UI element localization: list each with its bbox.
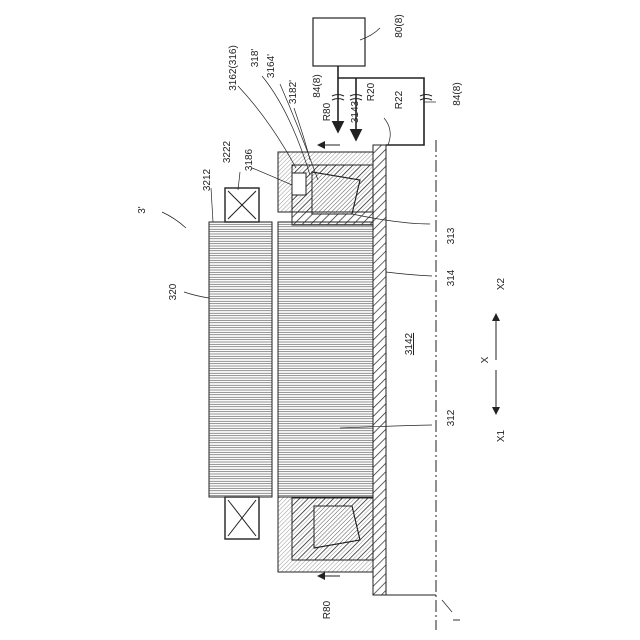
label-center-axis: I <box>452 619 463 622</box>
rotor-320 <box>209 222 272 497</box>
label-core: 312 <box>446 409 457 426</box>
label-magnet: 313 <box>446 227 457 244</box>
core-312 <box>278 222 373 497</box>
label-coil-end: 3212 <box>202 168 213 191</box>
label-flow-bottom: R80 <box>322 600 333 619</box>
shaft-314 <box>373 145 386 595</box>
label-bore: 3142 <box>404 332 415 355</box>
label-x2: X2 <box>496 277 507 290</box>
label-end-plate: 3162(316) <box>228 45 239 91</box>
label-coil-outer: 3222 <box>222 140 233 163</box>
label-x-axis: X <box>480 356 491 363</box>
magnet-313-upper <box>312 172 360 214</box>
label-pump: 80(8) <box>394 14 405 37</box>
label-hole: 3143 <box>350 100 361 123</box>
label-part3164: 3164' <box>266 54 277 78</box>
label-pump-line-right: 84(8) <box>452 82 463 105</box>
label-pump-line: 84(8) <box>312 74 323 97</box>
label-sleeve: 3186 <box>244 148 255 171</box>
coil-upper <box>225 188 259 222</box>
label-rotor: 320 <box>168 283 179 300</box>
label-x1: X1 <box>496 429 507 442</box>
label-r20: R20 <box>366 82 377 101</box>
label-r22: R22 <box>394 90 405 109</box>
label-device: 3' <box>137 206 148 214</box>
label-flow-top: R80 <box>322 102 333 121</box>
label-shaft: 314 <box>446 269 457 286</box>
coil-lower <box>225 497 259 539</box>
magnet-313-lower <box>314 506 360 548</box>
pump-box <box>313 18 365 66</box>
label-part318: 318' <box>250 49 261 68</box>
sleeve-3186-small <box>292 173 306 195</box>
label-part3182: 3182' <box>288 80 299 104</box>
